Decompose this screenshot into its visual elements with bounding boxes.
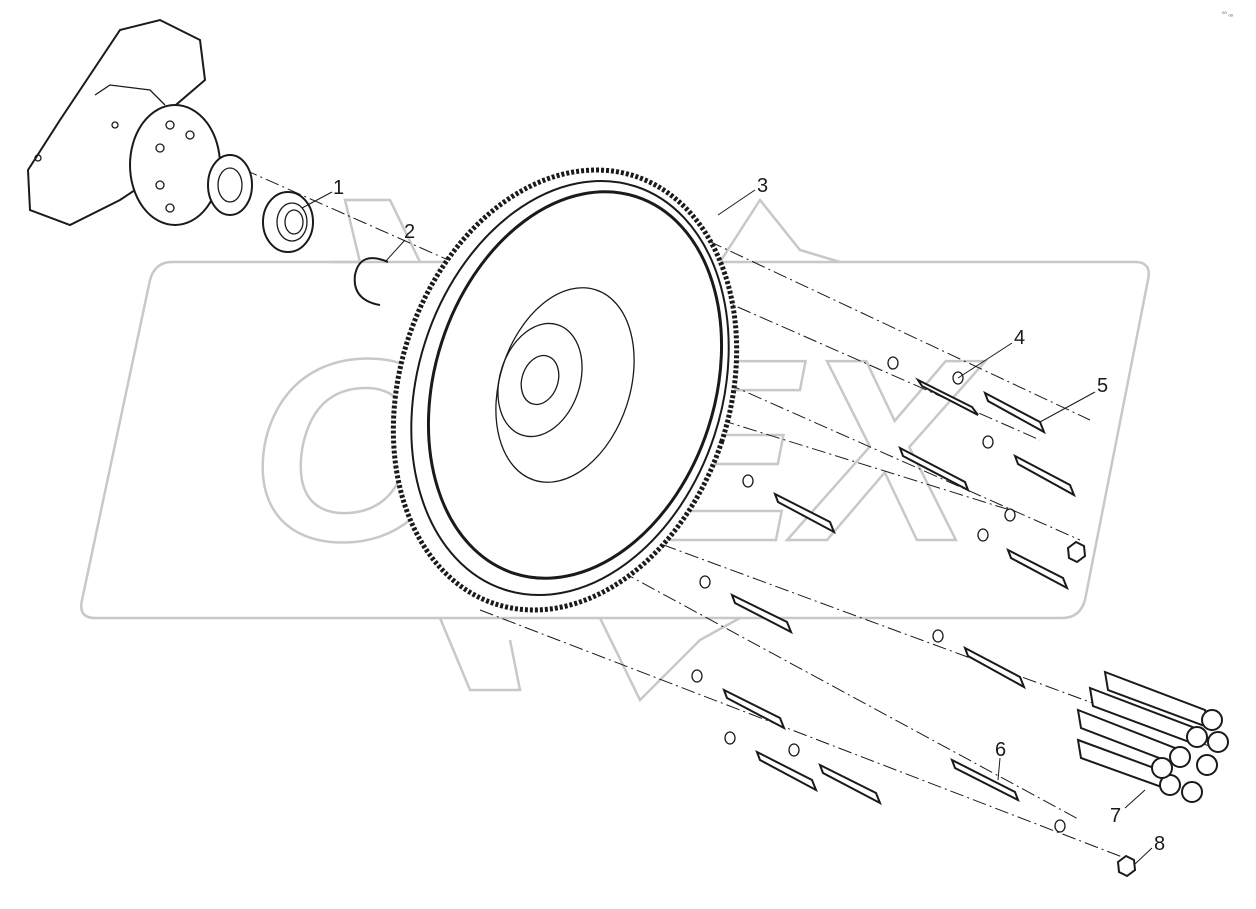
callout-labels: 1 2 3 4 5 6 7 8 <box>333 175 1165 855</box>
flywheel <box>390 167 740 613</box>
callout-7: 7 <box>1110 805 1121 827</box>
callout-4: 4 <box>1014 327 1025 349</box>
callout-3: 3 <box>757 175 768 197</box>
crankshaft-housing <box>26 18 253 227</box>
snap-ring <box>353 257 389 306</box>
callout-6: 6 <box>995 739 1006 761</box>
callout-8: 8 <box>1154 833 1165 855</box>
fasteners <box>691 356 1229 878</box>
bearing <box>262 191 314 253</box>
bolt-bundle <box>1076 670 1229 803</box>
corner-mark: ⁰⁰ ₒₒ <box>1222 11 1234 18</box>
callout-5: 5 <box>1097 375 1108 397</box>
callout-1: 1 <box>333 177 344 199</box>
callout-2: 2 <box>404 221 415 243</box>
callout-leaders <box>301 189 1153 865</box>
